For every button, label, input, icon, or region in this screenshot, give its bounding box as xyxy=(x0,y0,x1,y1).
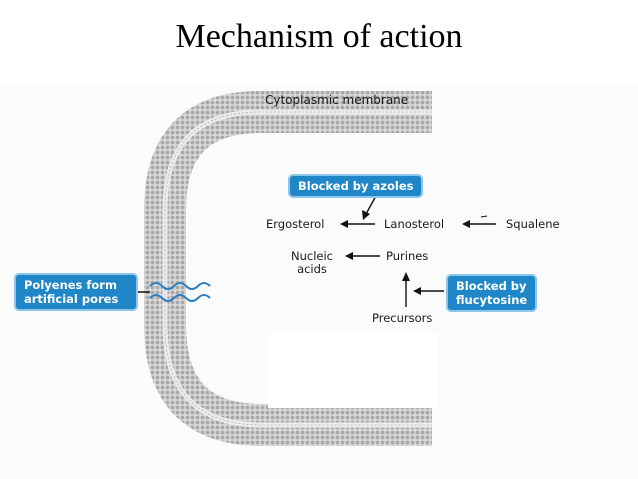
node-squalene: Squalene xyxy=(506,217,560,231)
node-lanosterol: Lanosterol xyxy=(384,217,445,231)
pore-line-lower xyxy=(149,294,211,302)
arrowhead-nucleic xyxy=(345,252,353,260)
callout-polyenes: Polyenes form artificial pores xyxy=(14,273,138,311)
node-nucleic-line1: Nucleic xyxy=(290,249,333,263)
callout-polyenes-line2: artificial pores xyxy=(24,292,119,306)
arrowhead-ergosterol xyxy=(340,220,348,228)
open-end xyxy=(268,333,438,408)
arrowhead-purines xyxy=(402,272,410,281)
membrane-core-edge xyxy=(164,111,432,426)
arrowhead-azoles xyxy=(362,210,370,220)
node-purines: Purines xyxy=(386,249,429,263)
callout-azoles-text: Blocked by azoles xyxy=(298,179,414,193)
callout-azoles: Blocked by azoles xyxy=(288,174,424,198)
callout-flucytosine-line1: Blocked by xyxy=(456,279,527,293)
slide-title: Mechanism of action xyxy=(175,18,463,55)
node-precursors: Precursors xyxy=(372,311,433,325)
callout-flucytosine-line2: flucytosine xyxy=(456,293,528,307)
arrowhead-lanosterol xyxy=(462,220,470,228)
membrane-label: Cytoplasmic membrane xyxy=(265,93,409,107)
node-nucleic-acids: Nucleic acids xyxy=(283,250,341,276)
pore-line-upper xyxy=(149,282,211,290)
node-nucleic-line2: acids xyxy=(297,262,327,276)
callout-polyenes-line1: Polyenes form xyxy=(24,278,117,292)
arrowhead-flucytosine xyxy=(413,287,421,295)
callout-flucytosine: Blocked by flucytosine xyxy=(446,274,538,312)
squalene-dash xyxy=(480,215,488,218)
node-ergosterol: Ergosterol xyxy=(266,217,325,231)
